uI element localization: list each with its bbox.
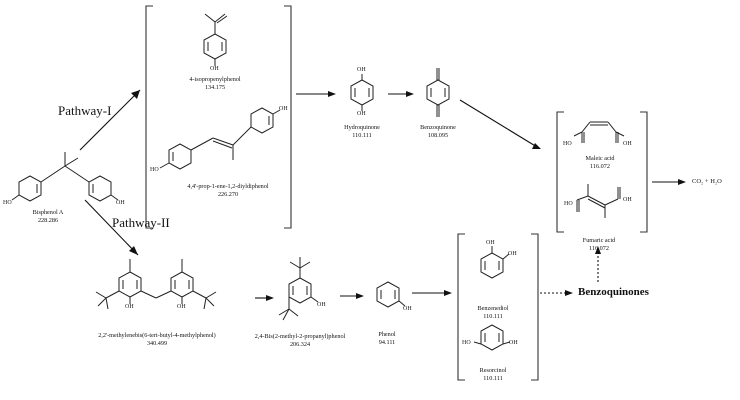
compound-mass: 206.324 bbox=[289, 341, 311, 348]
compound-name: 4-isopropenylphenol bbox=[189, 76, 241, 83]
compound-mass: 110.111 bbox=[352, 132, 372, 139]
atom-ho-maleic: HO bbox=[563, 141, 572, 147]
arrow-pathway-2 bbox=[84, 199, 139, 256]
label-fumaric-acid: Fumaric acid 116.072 bbox=[576, 234, 622, 253]
compound-name: Resorcinol bbox=[479, 367, 507, 374]
bracket-diols bbox=[457, 233, 539, 381]
compound-name: Hydroquinone bbox=[344, 124, 380, 131]
compound-name: Bisphenol A bbox=[32, 209, 64, 216]
atom-oh-dtbp: OH bbox=[317, 302, 326, 308]
label-benzoquinone: Benzoquinone 108.095 bbox=[413, 121, 463, 140]
compound-mass: 116.072 bbox=[590, 163, 610, 170]
atom-ho-bpa-left: HO bbox=[3, 200, 12, 206]
structure-propenediyldiphenol bbox=[159, 107, 281, 170]
bracket-acids bbox=[556, 111, 648, 233]
compound-name: Phenol bbox=[378, 331, 396, 338]
structure-benzenediol bbox=[480, 246, 510, 279]
bracket-intermediates-top bbox=[145, 5, 292, 229]
compound-mass: 340.499 bbox=[146, 340, 168, 347]
label-4-isopropenylphenol: 4-isopropenylphenol 134.175 bbox=[170, 73, 260, 92]
compound-name: Maleic acid bbox=[585, 155, 615, 162]
atom-ho-bis: HO bbox=[150, 167, 159, 173]
structure-hydroquinone bbox=[350, 74, 374, 111]
atom-ho-res: HO bbox=[462, 340, 471, 346]
label-bisphenol-a: Bisphenol A 228.286 bbox=[18, 206, 78, 225]
compound-name: Benzoquinone bbox=[420, 124, 456, 131]
arrow-to-benzoquinone bbox=[388, 91, 414, 97]
structure-bisphenol-a bbox=[11, 152, 119, 202]
label-benzenediol: Benzenediol 110.111 bbox=[472, 302, 514, 321]
atom-oh-mbp-right: OH bbox=[177, 304, 186, 310]
label-methylenebis-phenol: 2,2'-methylenebis(6-tert-butyl-4-methylp… bbox=[94, 329, 220, 348]
atom-oh-ipp: OH bbox=[210, 66, 219, 72]
atom-oh-mbp-left: OH bbox=[125, 304, 134, 310]
label-propenediyldiphenol: 4,4'-prop-1-ene-1,2-diyldiphenol 226.270 bbox=[168, 180, 288, 199]
arrow-to-acids bbox=[459, 99, 541, 149]
end-products-label: CO₂ + H₂O bbox=[692, 178, 722, 185]
label-maleic-acid: Maleic acid 116.072 bbox=[578, 152, 622, 171]
arrow-to-dtbp bbox=[255, 295, 274, 301]
label-phenol: Phenol 94.111 bbox=[370, 328, 404, 347]
compound-mass: 94.111 bbox=[378, 339, 396, 346]
arrow-to-hydroquinone bbox=[296, 91, 336, 97]
atom-oh-bzd-2: OH bbox=[508, 251, 517, 257]
label-hydroquinone: Hydroquinone 110.111 bbox=[337, 121, 387, 140]
structure-benzoquinone bbox=[426, 68, 450, 117]
atom-oh-bpa-right: OH bbox=[116, 200, 125, 206]
arrow-to-diols bbox=[412, 290, 452, 296]
arrow-to-co2 bbox=[652, 179, 686, 185]
compound-mass: 108.095 bbox=[427, 132, 449, 139]
structure-4-isopropenylphenol bbox=[203, 13, 228, 66]
benzoquinones-label: Benzoquinones bbox=[578, 286, 649, 298]
label-dtbp: 2,4-Bis(2-methyl-2-propanyl)phenol 206.3… bbox=[250, 330, 350, 349]
compound-name: 2,2'-methylenebis(6-tert-butyl-4-methylp… bbox=[98, 332, 216, 339]
arrow-dashed-to-benzoquinones bbox=[540, 290, 573, 296]
compound-mass: 110.111 bbox=[483, 313, 503, 320]
compound-mass: 134.175 bbox=[204, 84, 226, 91]
atom-oh-phenol: OH bbox=[403, 306, 412, 312]
compound-mass: 228.286 bbox=[37, 217, 59, 224]
structure-maleic-acid bbox=[573, 121, 625, 143]
compound-name: Benzenediol bbox=[477, 305, 509, 312]
structure-phenol bbox=[376, 281, 406, 308]
arrow-to-phenol bbox=[340, 293, 364, 299]
compound-mass: 116.072 bbox=[589, 245, 609, 252]
atom-ho-fumaric: HO bbox=[564, 201, 573, 207]
structure-methylenebis-phenol bbox=[95, 259, 217, 310]
atom-oh-res: OH bbox=[509, 340, 518, 346]
compound-name: 2,4-Bis(2-methyl-2-propanyl)phenol bbox=[254, 333, 346, 340]
arrow-pathway-1 bbox=[79, 89, 141, 151]
compound-mass: 226.270 bbox=[217, 191, 239, 198]
pathway-2-label: Pathway-II bbox=[112, 215, 170, 230]
arrow-dashed-up-to-acids bbox=[595, 246, 601, 282]
atom-oh-hq-bottom: OH bbox=[357, 111, 366, 117]
compound-mass: 110.111 bbox=[483, 375, 503, 382]
pathway-1-label: Pathway-I bbox=[58, 103, 112, 118]
atom-oh-fumaric: OH bbox=[623, 197, 632, 203]
atom-oh-hq-top: OH bbox=[357, 67, 366, 73]
structure-fumaric-acid bbox=[576, 184, 621, 218]
structure-dtbp bbox=[278, 257, 319, 321]
atom-oh-bis: OH bbox=[279, 106, 288, 112]
atom-oh-maleic: OH bbox=[623, 141, 632, 147]
structure-resorcinol bbox=[473, 324, 511, 351]
compound-name: Fumaric acid bbox=[582, 237, 616, 244]
label-resorcinol: Resorcinol 110.111 bbox=[474, 364, 512, 383]
compound-name: 4,4'-prop-1-ene-1,2-diyldiphenol bbox=[187, 183, 269, 190]
atom-oh-bzd-1: OH bbox=[486, 240, 495, 246]
